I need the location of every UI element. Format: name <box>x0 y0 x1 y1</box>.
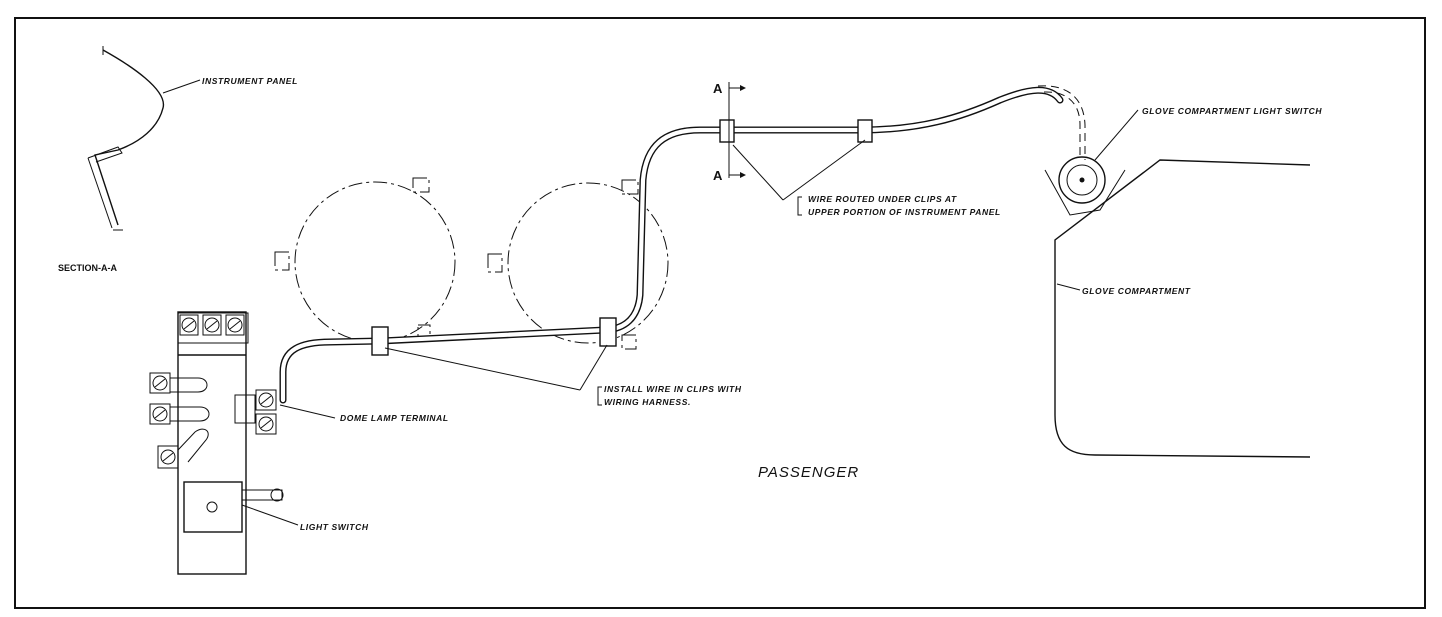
wire-clip <box>599 317 617 347</box>
terminal-screw <box>255 389 277 411</box>
wire-tail-dashed <box>1037 85 1086 160</box>
glove-compartment <box>1044 159 1311 458</box>
wire-clip <box>719 119 735 143</box>
instrument-panel-label: INSTRUMENT PANEL <box>202 76 298 86</box>
leader-dome-lamp <box>279 404 336 419</box>
glove-compartment-label: GLOVE COMPARTMENT <box>1082 286 1191 296</box>
wire-clip <box>857 119 873 143</box>
leader-glove-switch <box>1094 109 1139 161</box>
wire-routed-label-line1: WIRE ROUTED UNDER CLIPS AT <box>808 194 957 204</box>
terminal-screw <box>202 314 222 336</box>
section-aa-inset <box>87 46 201 231</box>
gauge-right <box>487 179 669 350</box>
terminal-screw <box>225 314 245 336</box>
light-switch-panel <box>149 311 299 575</box>
leader-glove-compartment <box>1056 283 1081 291</box>
install-wire-label-line1: INSTALL WIRE IN CLIPS WITH <box>604 384 742 394</box>
diagram-frame <box>14 17 1426 609</box>
light-switch-label: LIGHT SWITCH <box>300 522 369 532</box>
wire-routed-label-line2: UPPER PORTION OF INSTRUMENT PANEL <box>808 207 1001 217</box>
section-aa-label: SECTION-A-A <box>58 263 117 273</box>
leader-install-wire <box>384 344 608 406</box>
section-marker-top-label: A <box>713 81 723 96</box>
wire-clip <box>371 326 389 356</box>
gauge-left <box>274 177 456 343</box>
passenger-label: PASSENGER <box>758 464 859 481</box>
terminal-screw <box>157 428 209 469</box>
section-marker <box>728 82 746 178</box>
glove-light-switch-icon <box>1058 156 1106 204</box>
install-wire-label-line2: WIRING HARNESS. <box>604 397 691 407</box>
terminal-screw <box>255 413 277 435</box>
leader-wire-routed <box>732 139 866 216</box>
terminal-screw <box>179 314 199 336</box>
section-marker-bottom-label: A <box>713 168 723 183</box>
glove-switch-label: GLOVE COMPARTMENT LIGHT SWITCH <box>1142 106 1322 116</box>
terminal-screw <box>149 403 210 425</box>
terminal-screw <box>149 372 208 394</box>
dome-lamp-terminal-label: DOME LAMP TERMINAL <box>340 413 449 423</box>
